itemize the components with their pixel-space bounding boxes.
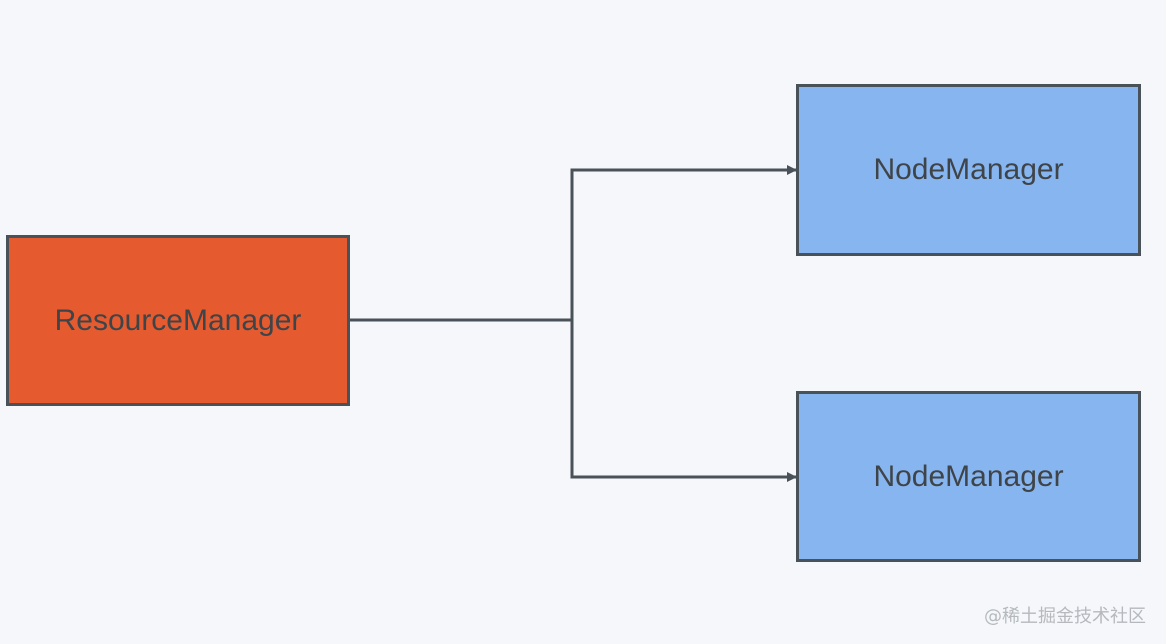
node-manager-node-bottom: NodeManager [796,391,1141,562]
node-manager-node-top: NodeManager [796,84,1141,256]
watermark-text: @稀土掘金技术社区 [984,606,1146,627]
edge-rm-to-nm-top [350,165,797,322]
resource-manager-node: ResourceManager [6,235,350,406]
node-manager-label-bottom: NodeManager [873,459,1064,493]
resource-manager-label: ResourceManager [54,303,302,337]
edge-rm-to-nm-bottom [350,318,797,482]
node-manager-label-top: NodeManager [873,153,1064,186]
